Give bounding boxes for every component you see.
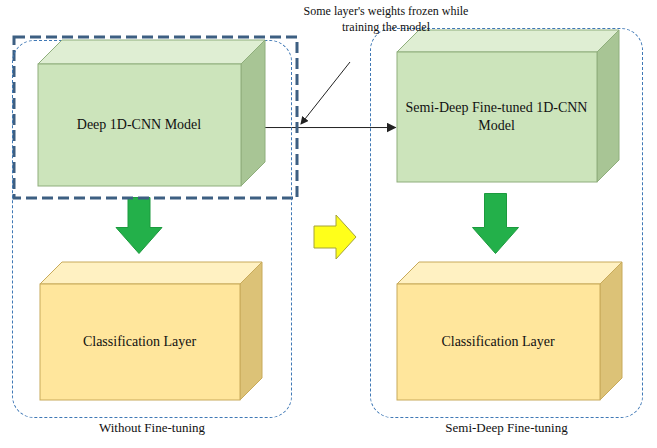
box-3d-outline [38, 40, 265, 186]
cnn-model-box: Semi-Deep Fine-tuned 1D-CNN Model [397, 30, 619, 182]
box-label: Classification Layer [441, 333, 554, 351]
box-side-face [241, 40, 265, 186]
block-arrow [314, 215, 356, 259]
group-region: Without Fine-tuningDeep 1D-CNN ModelClas… [12, 40, 292, 418]
box-label-area: Semi-Deep Fine-tuned 1D-CNN Model [397, 52, 597, 182]
box-label: Deep 1D-CNN Model [77, 116, 201, 134]
box-label-area: Classification Layer [40, 284, 240, 400]
group-caption: Without Fine-tuning [0, 420, 311, 436]
box-side-face [600, 262, 622, 400]
cnn-model-box: Deep 1D-CNN Model [38, 40, 265, 186]
box-label-area: Classification Layer [397, 284, 600, 400]
box-3d-outline [397, 262, 622, 400]
box-front-face [38, 64, 241, 186]
box-top-face [397, 262, 622, 284]
box-label: Classification Layer [83, 333, 196, 351]
box-label-area: Deep 1D-CNN Model [38, 64, 241, 186]
classification-box: Classification Layer [397, 262, 622, 400]
connector-arrow [265, 127, 396, 128]
block-arrow [473, 194, 519, 254]
box-3d-outline [40, 262, 262, 400]
box-side-face [240, 262, 262, 400]
box-side-face [597, 30, 619, 182]
leader-line [301, 62, 350, 124]
box-label: Semi-Deep Fine-tuned 1D-CNN Model [405, 99, 589, 134]
box-front-face [40, 284, 240, 400]
box-front-face [397, 52, 597, 182]
block-arrow [116, 198, 162, 254]
frozen-layers-bracket [14, 37, 297, 198]
group-region: Semi-Deep Fine-tuningSemi-Deep Fine-tune… [370, 28, 643, 418]
annotation-note: Some layer's weights frozen while traini… [300, 3, 472, 35]
box-top-face [40, 262, 262, 284]
box-front-face [397, 284, 600, 400]
box-top-face [38, 40, 265, 64]
classification-box: Classification Layer [40, 262, 262, 400]
group-caption: Semi-Deep Fine-tuning [351, 420, 657, 436]
